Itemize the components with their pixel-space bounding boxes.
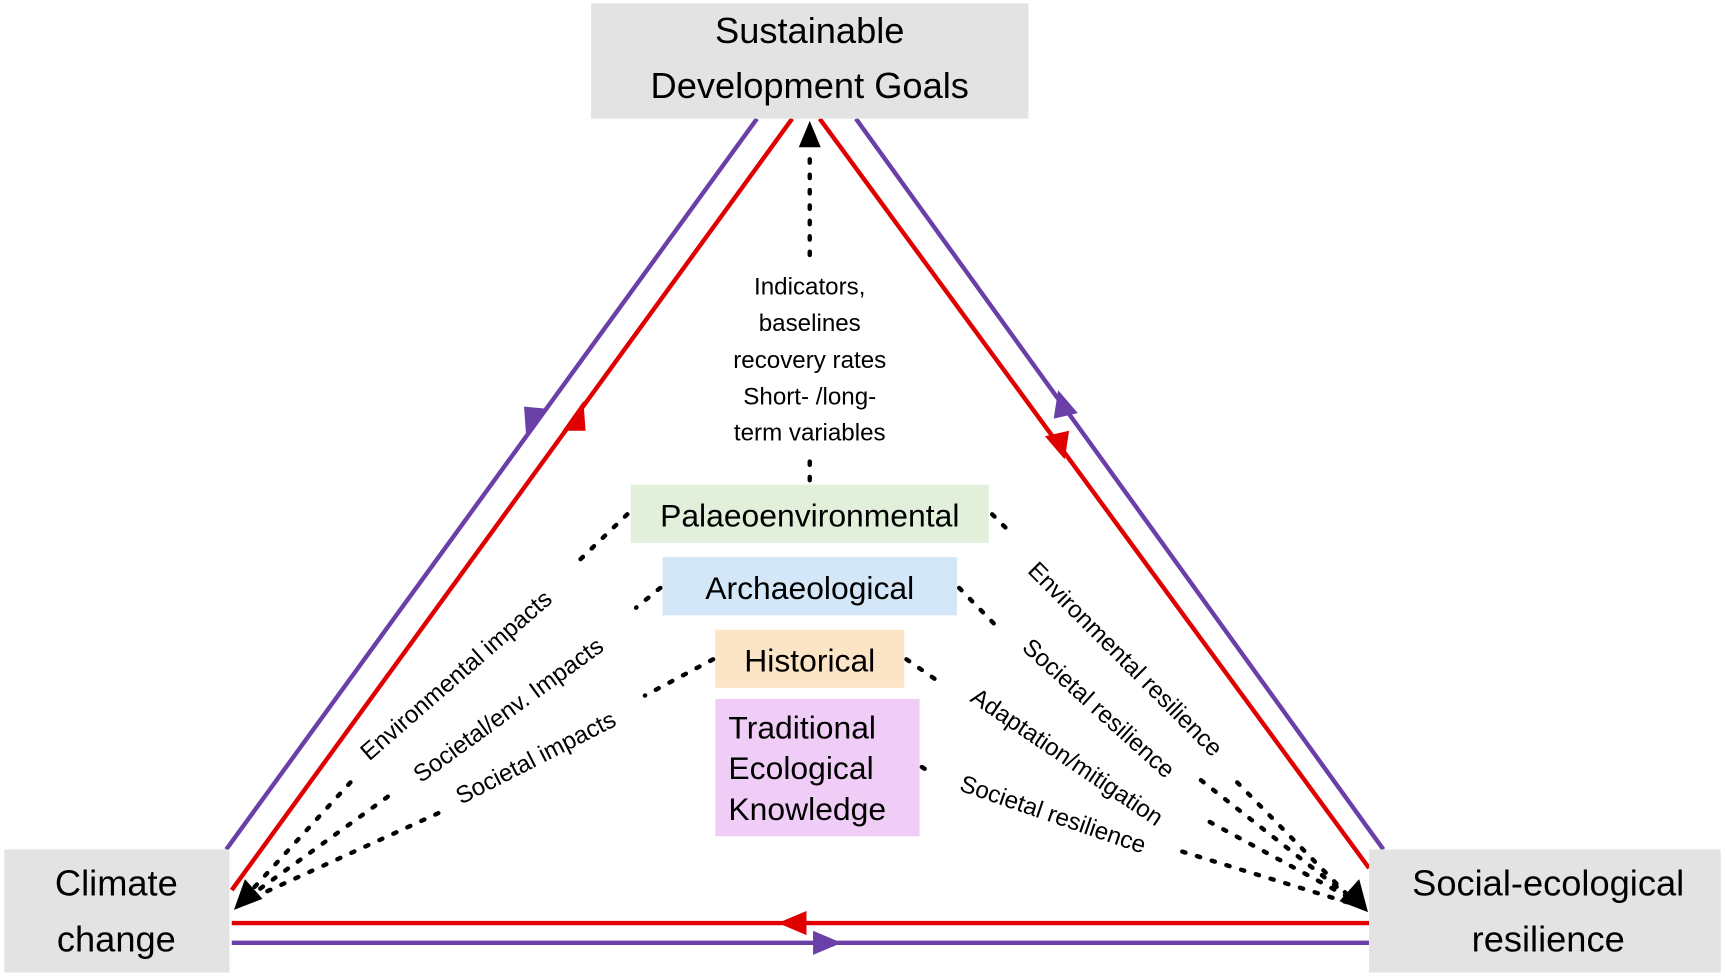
- source-palaeoenvironmental: Palaeoenvironmental: [630, 484, 989, 543]
- sdg-label-line2: Development Goals: [651, 65, 969, 106]
- red-line: [817, 117, 1371, 870]
- archaeo-label: Archaeological: [705, 570, 914, 606]
- bottom-edge: [231, 910, 1370, 955]
- red-arrow-icon: [562, 401, 586, 431]
- tek-label-line1: Traditional: [728, 709, 876, 745]
- node-social-ecological-resilience: Social-ecological resilience: [1369, 849, 1721, 973]
- purple-arrow-icon: [524, 406, 548, 438]
- node-sdg: Sustainable Development Goals: [591, 3, 1029, 119]
- historical-label: Historical: [744, 642, 875, 678]
- purple-arrow-icon: [813, 930, 842, 955]
- tek-label-line3: Knowledge: [728, 791, 886, 827]
- sdg-label-line1: Sustainable: [715, 10, 904, 51]
- red-arrow-icon: [1044, 430, 1070, 460]
- sdg-link: Indicators, baselines recovery rates Sho…: [733, 120, 886, 483]
- sdg-link-label: Short- /long-: [743, 383, 876, 410]
- source-historical: Historical: [715, 629, 905, 688]
- right-edge: [817, 117, 1386, 870]
- red-arrow-icon: [777, 910, 807, 936]
- red-line: [229, 117, 794, 892]
- tek-label-line2: Ecological: [728, 750, 873, 786]
- source-archaeological: Archaeological: [662, 557, 958, 616]
- resilience-label-line2: resilience: [1472, 919, 1625, 960]
- purple-arrow-icon: [1053, 390, 1078, 419]
- black-arrow-icon: [798, 120, 821, 148]
- purple-line: [224, 117, 759, 851]
- black-arrow-icon: [233, 879, 263, 910]
- sdg-link-label: recovery rates: [733, 347, 886, 374]
- resilience-label-line1: Social-ecological: [1412, 863, 1684, 904]
- source-tek: Traditional Ecological Knowledge: [715, 698, 920, 837]
- resilience-links: Environmental resilience Societal resili…: [904, 512, 1368, 913]
- left-edge: [224, 117, 794, 892]
- climate-label-line2: change: [57, 919, 176, 960]
- sdg-link-label: term variables: [734, 420, 886, 447]
- purple-line: [854, 117, 1386, 851]
- palaeo-label: Palaeoenvironmental: [660, 497, 959, 533]
- node-climate-change: Climate change: [4, 849, 230, 973]
- sdg-link-label: Indicators,: [754, 273, 865, 300]
- black-arrow-icon: [1339, 879, 1368, 913]
- climate-label-line1: Climate: [55, 863, 178, 904]
- impact-links: Environmental impacts Societal/env. Impa…: [233, 512, 716, 910]
- sdg-link-label: baselines: [759, 310, 861, 337]
